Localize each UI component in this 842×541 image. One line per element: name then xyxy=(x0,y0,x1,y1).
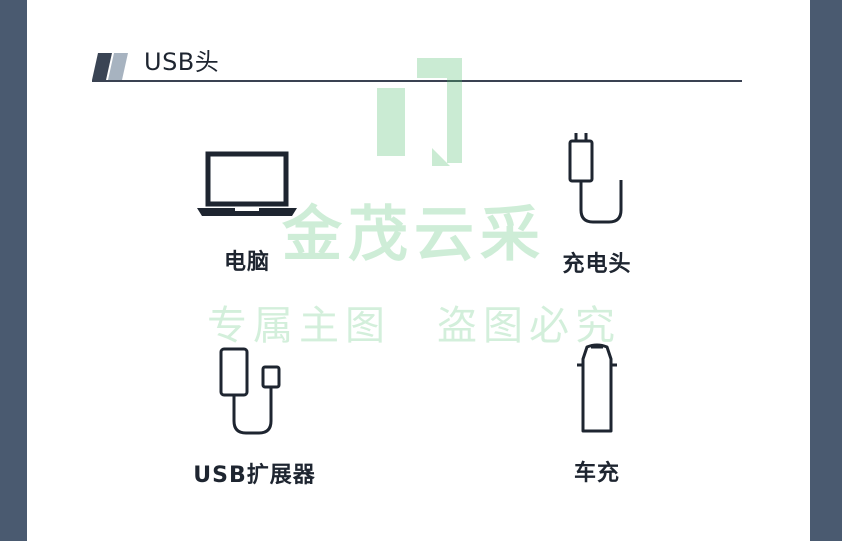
item-label-wall-charger: 充电头 xyxy=(562,252,632,277)
item-label-car-charger: 车充 xyxy=(573,461,620,486)
item-usb-hub: USB扩展器 xyxy=(167,345,342,489)
header-divider xyxy=(92,80,742,82)
item-car-charger: 车充 xyxy=(532,343,662,487)
item-label-usb-hub: USB扩展器 xyxy=(193,463,316,488)
laptop-icon xyxy=(197,151,297,216)
wall-charger-icon xyxy=(568,133,623,224)
usb-hub-icon xyxy=(219,347,280,435)
watermark-brand: 金茂云采 xyxy=(282,200,546,270)
section-header: USB头 xyxy=(92,48,742,82)
car-charger-icon xyxy=(577,343,617,433)
item-wall-charger: 充电头 xyxy=(532,130,662,278)
item-laptop: 电脑 xyxy=(177,150,317,276)
section-title: USB头 xyxy=(144,48,220,76)
item-label-laptop: 电脑 xyxy=(223,250,270,275)
header-stripe-icon xyxy=(92,53,128,80)
content-panel: USB头 电脑 充电头 USB扩展器 xyxy=(27,0,810,541)
